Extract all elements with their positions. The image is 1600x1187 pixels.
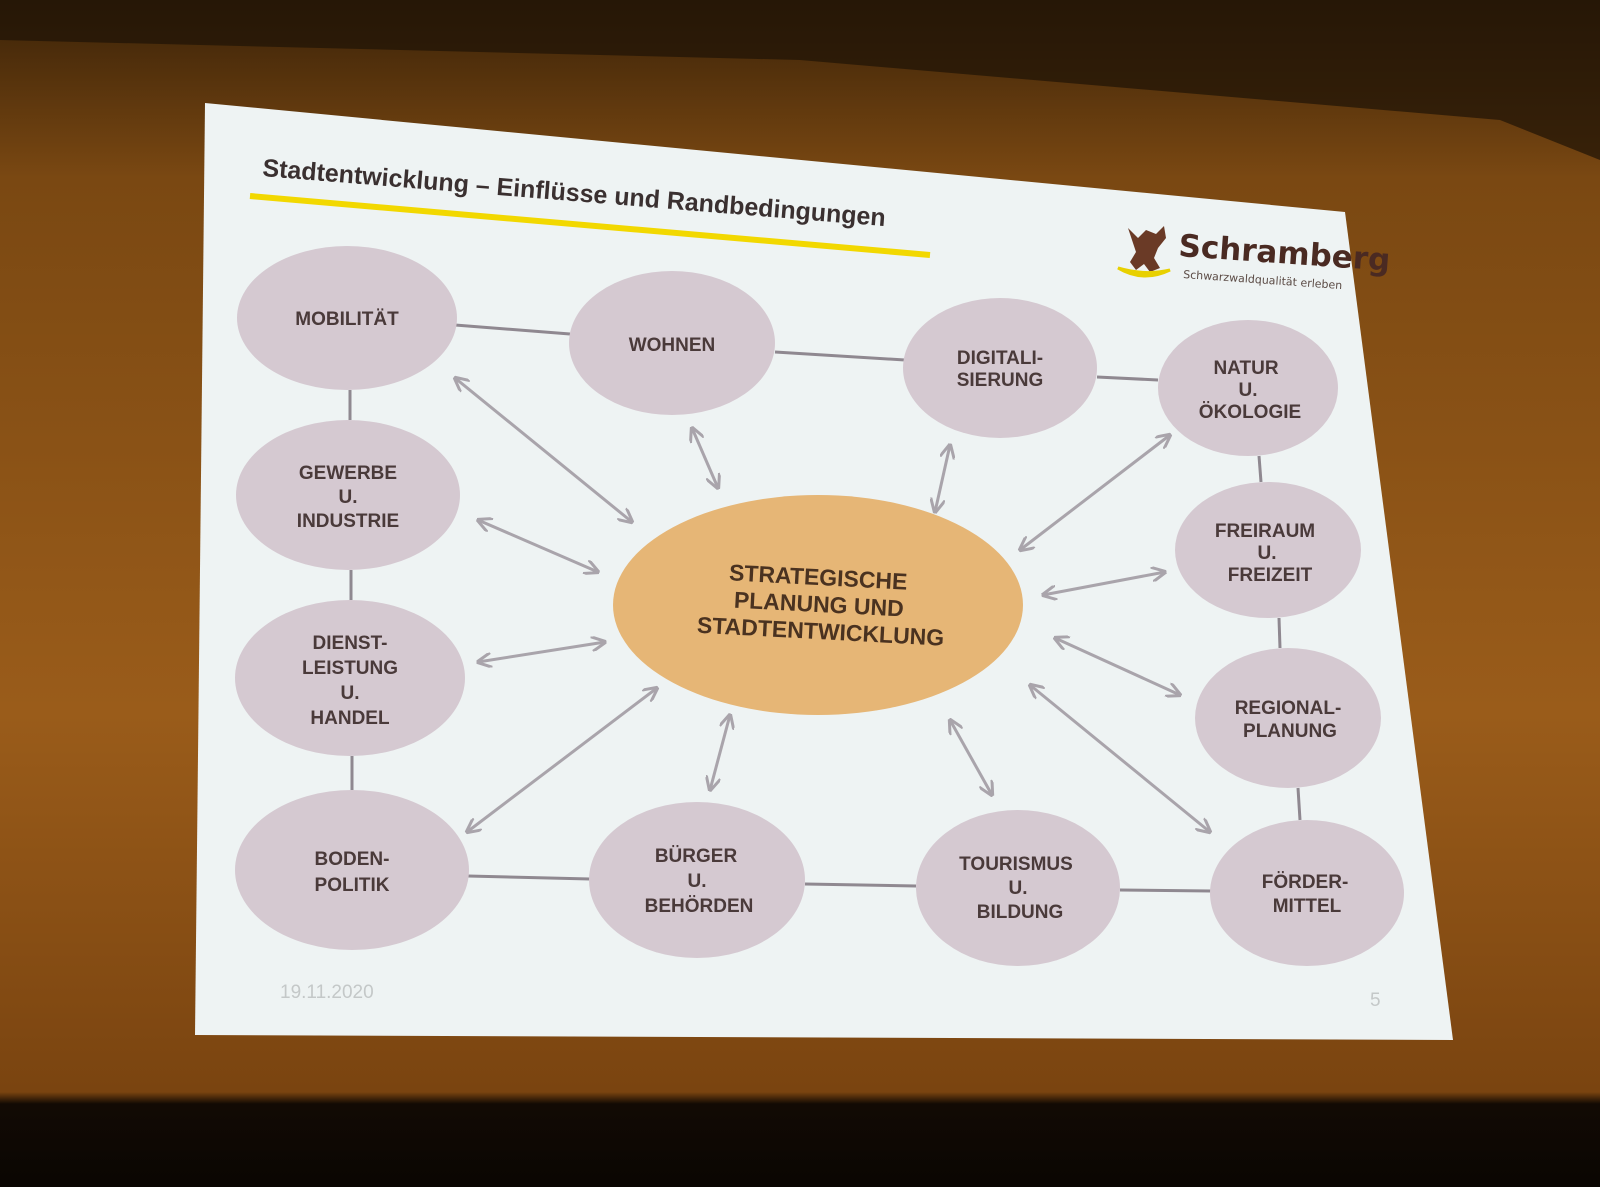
svg-text:BODEN-POLITIK: BODEN-POLITIK (315, 849, 390, 896)
griffin-icon (1128, 226, 1166, 272)
ring-connectors (348, 323, 1302, 893)
slide-date: 19.11.2020 (280, 982, 374, 1003)
node-mobilitaet: MOBILITÄT (237, 246, 457, 390)
node-wohnen: WOHNEN (569, 271, 775, 415)
node-bodenpolitik: BODEN-POLITIK (235, 790, 469, 950)
screen-top-shadow (0, 0, 1600, 160)
svg-text:REGIONAL-PLANUNG: REGIONAL-PLANUNG (1235, 698, 1342, 742)
slide-page-number: 5 (1370, 990, 1381, 1011)
influence-arrows (455, 378, 1210, 832)
node-digitalisierung: DIGITALI-SIERUNG (903, 298, 1097, 438)
svg-text:WOHNEN: WOHNEN (629, 335, 716, 356)
center-node-strategische-planung: STRATEGISCHE PLANUNG UND STADTENTWICKLUN… (613, 495, 1023, 715)
svg-text:MOBILITÄT: MOBILITÄT (295, 309, 399, 330)
node-foerdermittel: FÖRDER-MITTEL (1210, 820, 1404, 966)
svg-text:DIGITALI-SIERUNG: DIGITALI-SIERUNG (957, 348, 1044, 391)
title-underline (249, 193, 931, 258)
node-regionalplanung: REGIONAL-PLANUNG (1195, 648, 1381, 788)
logo-swoosh (1117, 266, 1171, 278)
svg-text:FÖRDER-MITTEL: FÖRDER-MITTEL (1262, 872, 1349, 917)
schramberg-logo: Schramberg Schwarzwaldqualität erleben (1117, 226, 1391, 292)
svg-text:STRATEGISCHE PLANUNG UND: STRATEGISCHE PLANUNG UND STADTENTWICKLUN… (696, 558, 947, 651)
